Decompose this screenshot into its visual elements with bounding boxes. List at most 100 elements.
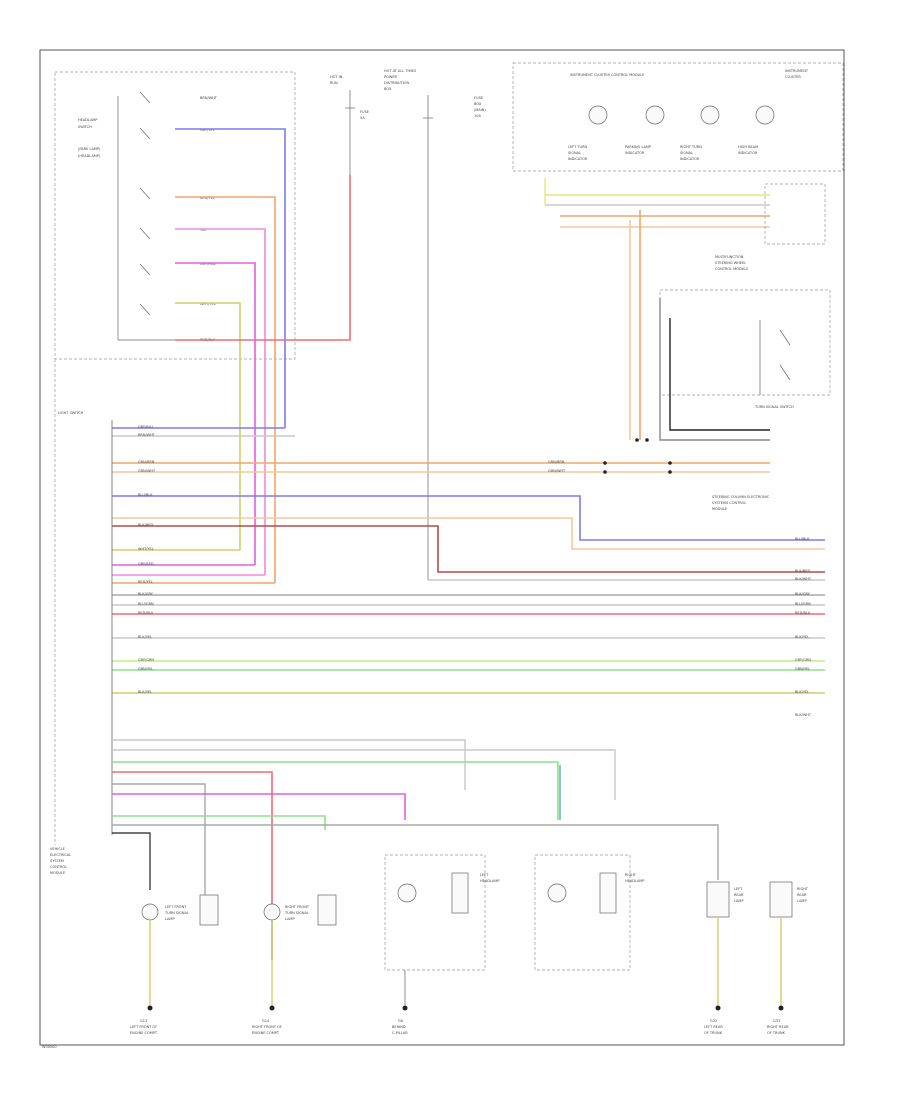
svg-text:BRN/WHT: BRN/WHT [200, 96, 218, 100]
svg-text:GRY/GRN: GRY/GRN [795, 658, 811, 662]
svg-text:MULTIFUNCTION: MULTIFUNCTION [715, 255, 744, 259]
left-rear-lamp: LEFT REAR LAMP [706, 881, 744, 1005]
svg-text:HOT IN: HOT IN [330, 75, 343, 79]
svg-text:BLU/GRN: BLU/GRN [795, 602, 811, 606]
svg-text:SYSTEM: SYSTEM [50, 859, 64, 863]
headlamp-switch-title: HEADLAMP SWITCH (PARK LAMP) (HEADLAMP) [78, 118, 101, 158]
svg-text:SIGNAL: SIGNAL [568, 151, 581, 155]
svg-text:CLUSTER: CLUSTER [785, 75, 801, 79]
svg-text:BLK/RED: BLK/RED [138, 523, 153, 527]
svg-text:RIGHT FRONT: RIGHT FRONT [285, 905, 310, 909]
svg-text:LEFT: LEFT [480, 873, 489, 877]
outer-frame [39, 49, 845, 1046]
right-rear-lamp: RIGHT REAR LAMP [769, 881, 809, 1005]
svg-text:RIGHT: RIGHT [625, 873, 637, 877]
svg-text:ENGINE COMPT: ENGINE COMPT [130, 1031, 158, 1035]
svg-text:HIGH BEAM: HIGH BEAM [738, 145, 758, 149]
svg-text:PARKING LAMP: PARKING LAMP [625, 145, 651, 149]
svg-text:GRN/YEL: GRN/YEL [795, 667, 810, 671]
svg-text:LAMP: LAMP [285, 917, 295, 921]
svg-text:OF TRUNK: OF TRUNK [767, 1031, 786, 1035]
fuse-lines [345, 90, 433, 580]
headlamp-switch-box [54, 71, 296, 360]
svg-text:ELECTRICAL: ELECTRICAL [50, 853, 71, 857]
svg-text:MODULE: MODULE [50, 871, 65, 875]
svg-text:BLK/YEL: BLK/YEL [795, 635, 809, 639]
svg-text:(MAIN): (MAIN) [474, 108, 486, 112]
connector-dots [603, 438, 672, 474]
svg-text:LEFT REAR: LEFT REAR [704, 1025, 723, 1029]
front-module-label: VEHICLE ELECTRICAL SYSTEM CONTROL MODULE [50, 847, 71, 875]
turn-switch-wires [629, 210, 791, 441]
svg-text:HEADLAMP: HEADLAMP [480, 879, 500, 883]
svg-text:HEADLAMP: HEADLAMP [625, 879, 645, 883]
cluster-tail-label: INSTRUMENT CLUSTER [785, 69, 809, 79]
svg-text:SWITCH: SWITCH [78, 125, 92, 129]
svg-text:INDICATOR: INDICATOR [568, 157, 588, 161]
svg-text:RIGHT REAR: RIGHT REAR [767, 1025, 789, 1029]
svg-text:LEFT: LEFT [734, 887, 743, 891]
svg-text:C-PILLAR: C-PILLAR [392, 1031, 408, 1035]
cluster-lamp-high-beam: HIGH BEAM INDICATOR [738, 105, 775, 155]
svg-text:REAR: REAR [734, 893, 744, 897]
switch-pin-labels: BRN/WHT GRY/YEL RED/YEL YEL GRY/RED WHT/… [200, 96, 218, 342]
svg-text:GRY/GRN: GRY/GRN [138, 658, 154, 662]
steering-column-module-label: STEERING COLUMN ELECTRONIC SYSTEMS CONTR… [712, 495, 770, 511]
svg-text:SIGNAL: SIGNAL [680, 151, 693, 155]
svg-text:FUSE: FUSE [360, 110, 369, 114]
svg-text:G13: G13 [140, 1019, 147, 1023]
ground-symbols [147, 1005, 784, 1011]
svg-text:BLU/BLK: BLU/BLK [795, 537, 810, 541]
svg-text:INSTRUMENT: INSTRUMENT [785, 69, 809, 73]
svg-text:MODULE: MODULE [712, 507, 727, 511]
svg-text:INDICATOR: INDICATOR [738, 151, 758, 155]
svg-text:10A: 10A [474, 114, 481, 118]
svg-text:RED/BLU: RED/BLU [795, 611, 811, 615]
multifunction-module-label: MULTIFUNCTION STEERING WHEEL CONTROL MOD… [715, 255, 748, 271]
svg-text:CONTROL MODULE: CONTROL MODULE [715, 267, 748, 271]
svg-text:INDICATOR: INDICATOR [680, 157, 700, 161]
svg-text:ENGINE COMPT: ENGINE COMPT [252, 1031, 280, 1035]
svg-text:GRN/WHT: GRN/WHT [138, 469, 156, 473]
svg-text:OF TRUNK: OF TRUNK [704, 1031, 723, 1035]
svg-text:FUSE: FUSE [474, 96, 483, 100]
svg-text:BLK/YEL: BLK/YEL [138, 690, 152, 694]
switch-contacts [117, 91, 175, 341]
svg-text:VEHICLE: VEHICLE [50, 847, 65, 851]
svg-text:RUN: RUN [330, 81, 338, 85]
cluster-module-title: INSTRUMENT CLUSTER CONTROL MODULE [570, 73, 644, 77]
svg-text:GRN/BRN: GRN/BRN [548, 460, 565, 464]
svg-text:STEERING WHEEL: STEERING WHEEL [715, 261, 746, 265]
right-front-turn-lamp: RIGHT FRONT TURN SIGNAL LAMP [263, 894, 337, 1005]
cluster-lamps: LEFT TURN SIGNAL INDICATOR PARKING LAMP … [568, 105, 775, 161]
svg-text:LEFT FRONT OF: LEFT FRONT OF [130, 1025, 157, 1029]
svg-text:CONTROL: CONTROL [50, 865, 67, 869]
light-switch-label: LIGHT SWITCH [58, 411, 84, 415]
left-front-turn-lamp: LEFT FRONT TURN SIGNAL LAMP [141, 894, 219, 1005]
cluster-wires [544, 178, 826, 245]
svg-text:GRY/RED: GRY/RED [200, 262, 216, 266]
svg-text:G14: G14 [262, 1019, 270, 1023]
cluster-lamp-parking: PARKING LAMP INDICATOR [625, 105, 665, 155]
cluster-module-box [512, 62, 844, 172]
svg-text:G33: G33 [773, 1019, 780, 1023]
svg-text:LAMP: LAMP [165, 917, 175, 921]
svg-text:(PARK LAMP): (PARK LAMP) [78, 147, 101, 151]
switch-to-bus-wires [175, 128, 351, 583]
svg-text:HEADLAMP: HEADLAMP [78, 118, 98, 122]
svg-text:GRY/BLU: GRY/BLU [138, 425, 153, 429]
svg-text:BLU/BLK: BLU/BLK [138, 493, 153, 497]
svg-text:BLK/GRY: BLK/GRY [795, 592, 811, 596]
svg-text:BLK/YEL: BLK/YEL [795, 690, 809, 694]
main-bus [112, 427, 825, 694]
footer-code: W00000 [42, 1045, 57, 1049]
svg-text:BLK/WHT: BLK/WHT [795, 713, 812, 717]
svg-text:BEHIND: BEHIND [392, 1025, 406, 1029]
svg-text:HOT AT ALL TIMES: HOT AT ALL TIMES [384, 69, 417, 73]
right-headlamp: RIGHT HEADLAMP [534, 854, 645, 971]
svg-text:RED/BLU: RED/BLU [138, 611, 154, 615]
svg-text:RED/YEL: RED/YEL [200, 196, 215, 200]
cluster-lamp-left-turn: LEFT TURN SIGNAL INDICATOR [568, 105, 608, 161]
svg-text:G32: G32 [710, 1019, 717, 1023]
